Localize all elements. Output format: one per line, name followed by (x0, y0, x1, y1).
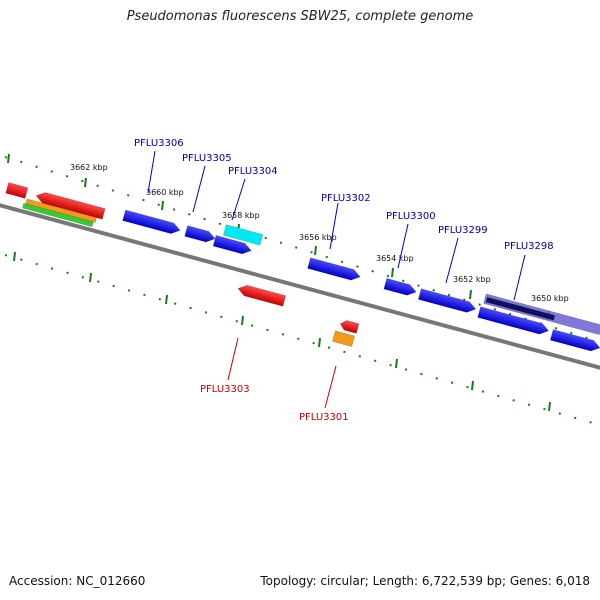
feature-green-band[interactable] (22, 202, 94, 228)
major-tick (84, 177, 87, 188)
major-tick (314, 245, 317, 256)
major-tick (165, 294, 168, 305)
major-tick (241, 315, 244, 326)
tick-label-3658: 3658 kbp (222, 211, 260, 220)
reverse-leader-lines (227, 337, 337, 409)
genome-summary-text: Topology: circular; Length: 6,722,539 bp… (260, 574, 590, 588)
tick-label-3650: 3650 kbp (531, 294, 569, 303)
tick-label-3654: 3654 kbp (376, 254, 414, 263)
inner-tick-ring (4, 254, 600, 426)
gene-label-pflu3299[interactable]: PFLU3299 (438, 225, 488, 236)
gene-label-pflu3305[interactable]: PFLU3305 (182, 153, 232, 164)
gene-label-pflu3303[interactable]: PFLU3303 (200, 384, 250, 395)
gene-label-pflu3300[interactable]: PFLU3300 (386, 211, 436, 222)
major-tick (7, 153, 10, 164)
genome-backbone (0, 203, 600, 370)
gene-pflu3302[interactable] (307, 257, 362, 282)
tick-label-3660: 3660 kbp (146, 188, 184, 197)
major-tick (161, 200, 164, 211)
gene-pflu3301[interactable] (339, 319, 360, 334)
major-tick (395, 358, 398, 369)
forward-leader-lines (147, 150, 526, 301)
gene-pflu3300-a[interactable] (383, 278, 418, 297)
feature-navy[interactable] (485, 296, 556, 321)
gene-pflu3300[interactable] (418, 288, 477, 315)
gene-pflu3299[interactable] (477, 306, 550, 336)
gene-label-pflu3306[interactable]: PFLU3306 (134, 138, 184, 149)
feature-orange-band[interactable] (25, 198, 97, 223)
major-tick (469, 289, 472, 300)
gene-label-pflu3302[interactable]: PFLU3302 (321, 193, 371, 204)
major-tick (318, 337, 321, 348)
gene-pflu3304-cyan[interactable] (222, 224, 264, 246)
genome-title: Pseudomonas fluorescens SBW25, complete … (126, 9, 474, 24)
major-tick (13, 251, 16, 262)
gene-pflu3306[interactable] (122, 209, 182, 236)
major-tick (548, 401, 551, 412)
gene-label-pflu3298[interactable]: PFLU3298 (504, 241, 554, 252)
gene-label-pflu3301[interactable]: PFLU3301 (299, 412, 349, 423)
gene-red-partial[interactable] (5, 182, 29, 199)
major-tick (471, 380, 474, 391)
major-tick (89, 272, 92, 283)
tick-label-3652: 3652 kbp (453, 275, 491, 284)
tick-label-3662: 3662 kbp (70, 163, 108, 172)
tick-label-3656: 3656 kbp (299, 233, 337, 242)
gene-pflu3304[interactable] (212, 235, 253, 256)
gene-pflu3305[interactable] (184, 225, 217, 244)
gene-pflu3301-orange[interactable] (332, 330, 355, 347)
accession-text: Accession: NC_012660 (9, 574, 146, 588)
gene-label-pflu3304[interactable]: PFLU3304 (228, 166, 278, 177)
gene-pflu3298[interactable] (549, 329, 600, 353)
gene-pflu3303[interactable] (237, 283, 287, 307)
major-tick (391, 267, 394, 278)
